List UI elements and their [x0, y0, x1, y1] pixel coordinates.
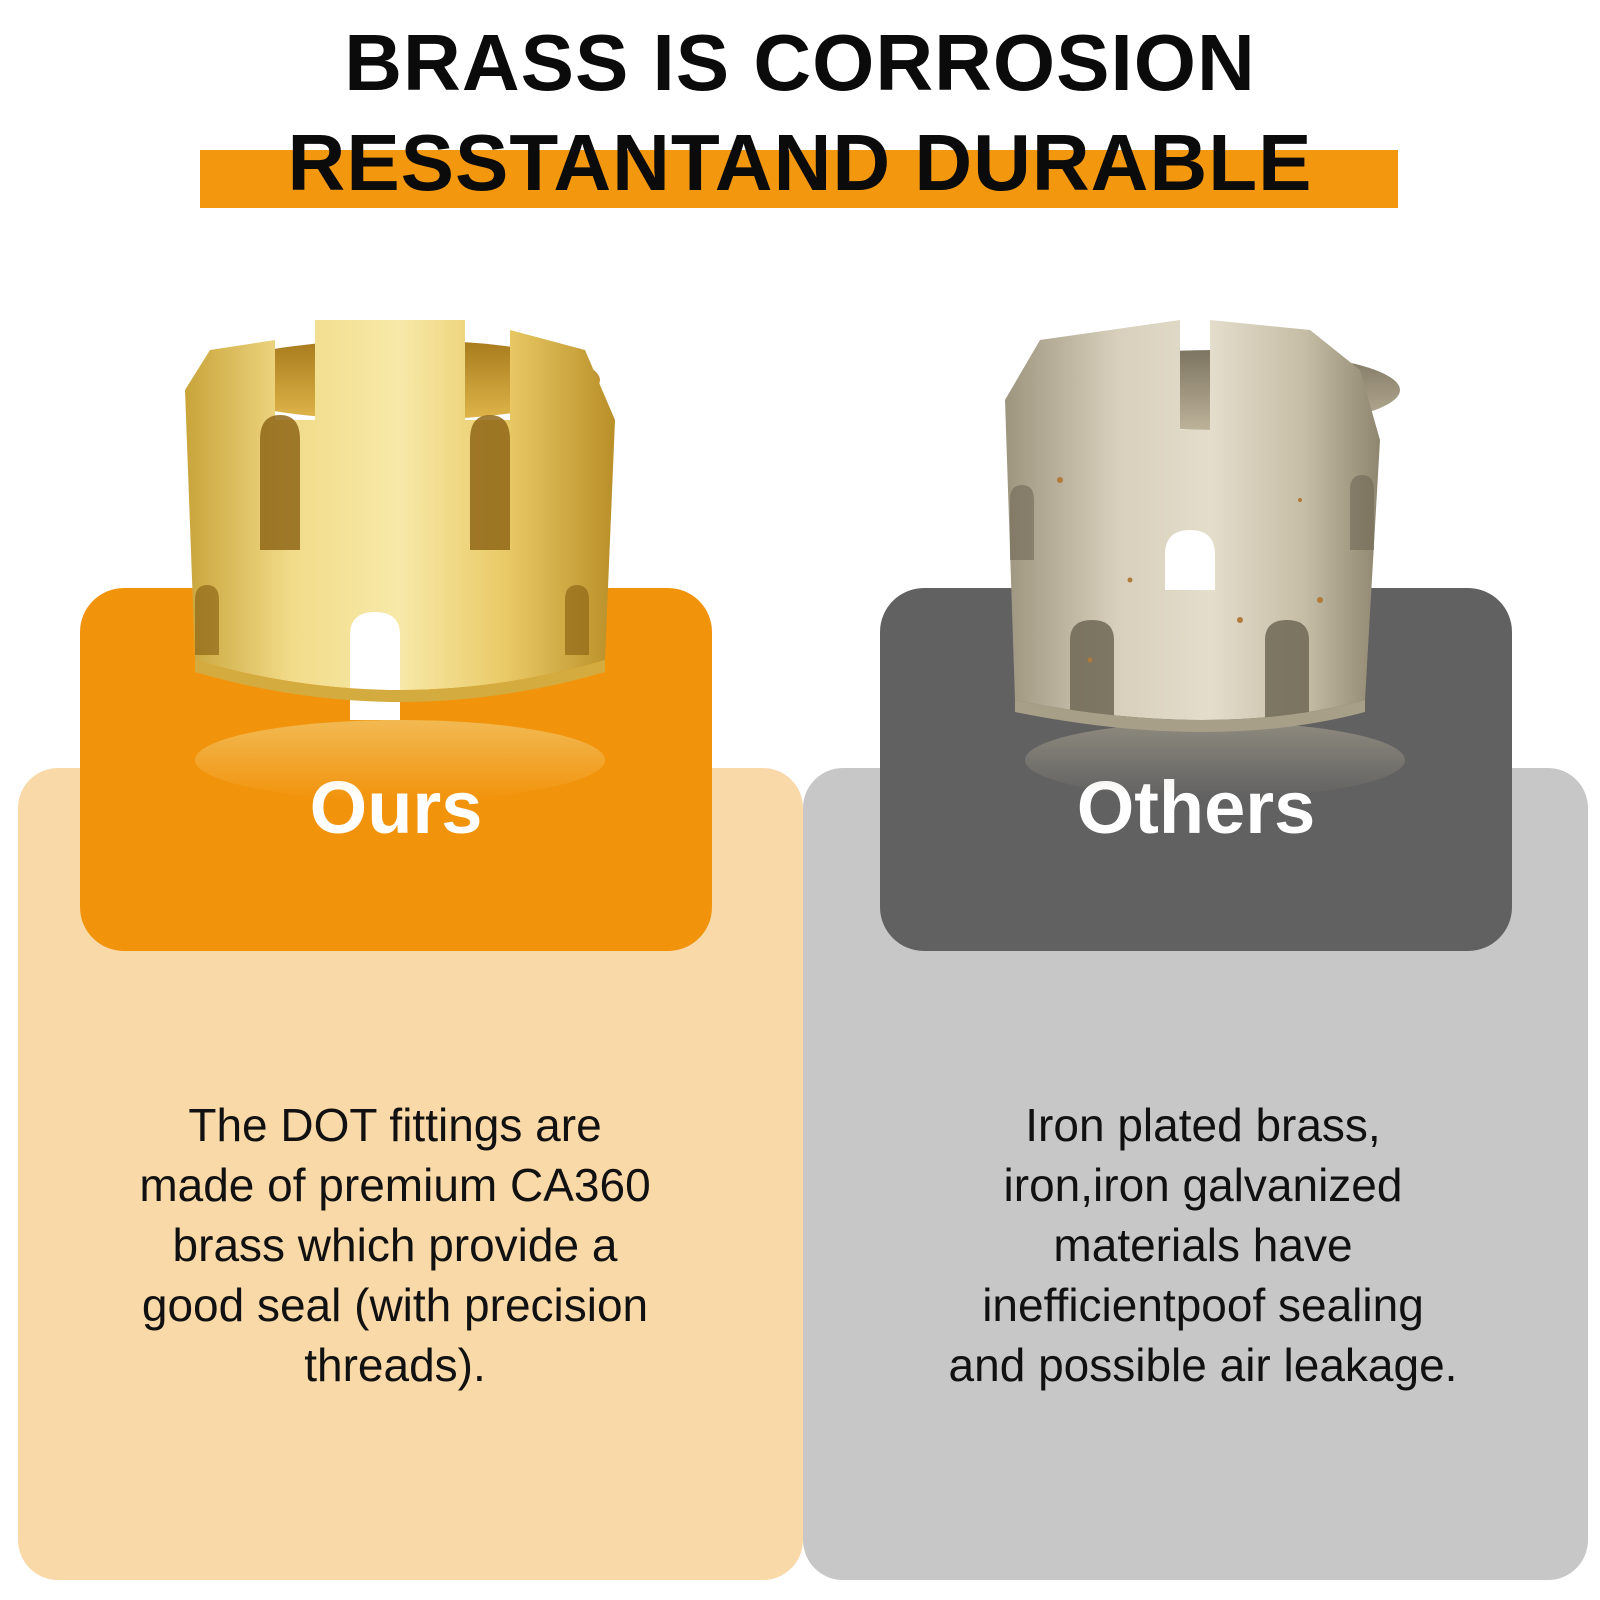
ours-description-line: threads).	[304, 1339, 486, 1391]
headline-line-2: RESSTANTAND DURABLE	[287, 118, 1313, 207]
ours-description: The DOT fittings are made of premium CA3…	[45, 1095, 745, 1395]
others-description-line: and possible air leakage.	[948, 1339, 1458, 1391]
others-description-line: materials have	[1053, 1219, 1353, 1271]
headline: BRASS IS CORROSION RESSTANTAND DURABLE	[0, 0, 1600, 230]
others-description-line: inefficientpoof sealing	[982, 1279, 1424, 1331]
brass-fitting-icon	[165, 320, 635, 800]
others-description-line: Iron plated brass,	[1025, 1099, 1381, 1151]
ours-description-line: brass which provide a	[172, 1219, 618, 1271]
ours-description-line: made of premium CA360	[139, 1159, 651, 1211]
ours-description-line: The DOT fittings are	[188, 1099, 602, 1151]
ours-description-line: good seal (with precision	[141, 1279, 649, 1331]
others-description-line: iron,iron galvanized	[1003, 1159, 1403, 1211]
iron-fitting-icon	[980, 320, 1450, 800]
headline-highlight-bar	[200, 150, 1398, 208]
headline-line-1: BRASS IS CORROSION	[344, 18, 1256, 107]
others-description: Iron plated brass, iron,iron galvanized …	[853, 1095, 1553, 1395]
